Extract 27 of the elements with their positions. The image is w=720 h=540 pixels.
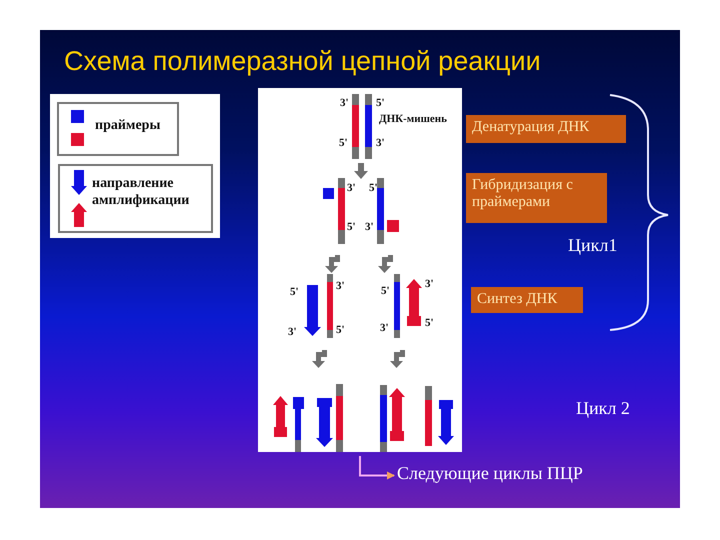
legend-text: праймеры bbox=[95, 117, 162, 134]
strand-label: ДНК-мишень bbox=[379, 113, 447, 125]
end-label: 5' bbox=[425, 317, 434, 329]
legend-text: направление амплификации bbox=[92, 175, 190, 209]
end-label: 3' bbox=[365, 221, 374, 233]
end-label: 5' bbox=[339, 137, 348, 149]
end-label: 3' bbox=[425, 278, 434, 290]
step-box: Синтез ДНК bbox=[471, 287, 583, 313]
end-label: 3' bbox=[380, 322, 389, 334]
end-label: 5' bbox=[347, 221, 356, 233]
end-label: 5' bbox=[381, 285, 390, 297]
cycle-label: Цикл 2 bbox=[576, 398, 630, 419]
end-label: 5' bbox=[336, 324, 345, 336]
next-step-text: Следующие циклы ПЦР bbox=[397, 463, 583, 484]
end-label: 3' bbox=[347, 182, 356, 194]
step-box: Гибридизация с праймерами bbox=[466, 173, 607, 223]
step-box: Денатурация ДНК bbox=[466, 115, 626, 143]
cycle-label: Цикл1 bbox=[568, 235, 618, 256]
end-label: 3' bbox=[336, 280, 345, 292]
arrow bbox=[359, 456, 395, 480]
slide-title: Схема полимеразной цепной реакции bbox=[64, 46, 541, 77]
end-label: 3' bbox=[340, 97, 349, 109]
end-label: 3' bbox=[288, 326, 297, 338]
end-label: 5' bbox=[290, 286, 299, 298]
end-label: 5' bbox=[376, 97, 385, 109]
end-label: 3' bbox=[376, 137, 385, 149]
end-label: 5' bbox=[369, 182, 378, 194]
